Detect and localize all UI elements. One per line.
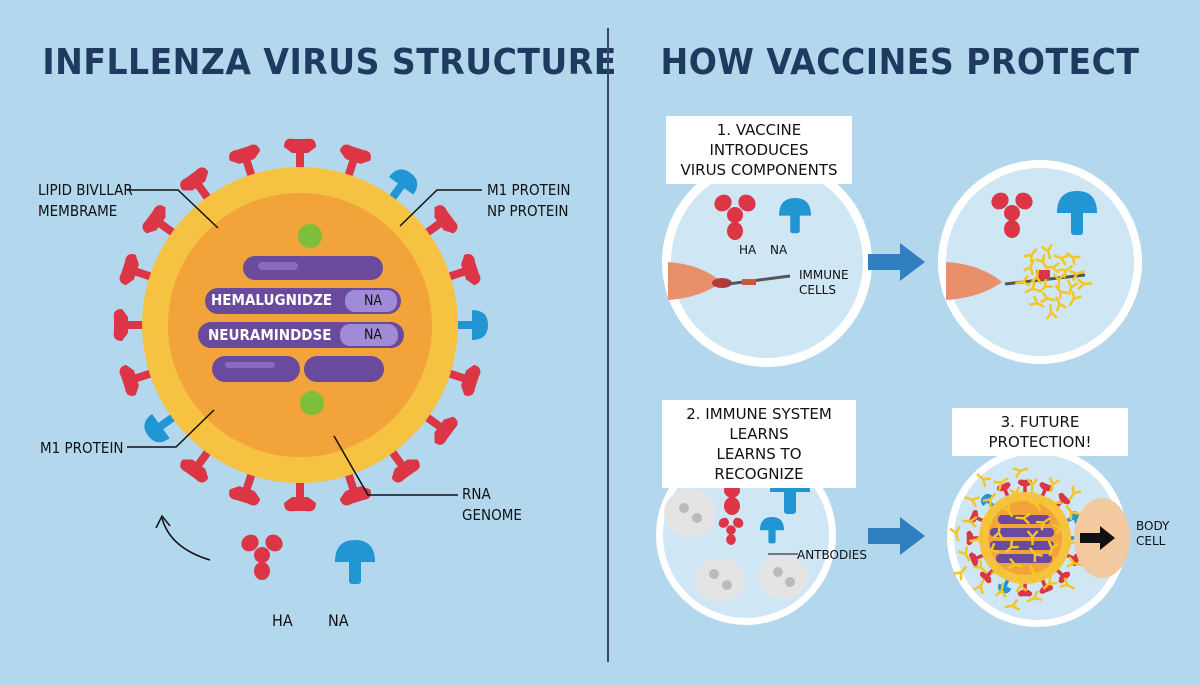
lipid-leader	[127, 189, 219, 229]
m1-np-leader	[399, 189, 482, 227]
ha-bar-tag: NA	[364, 293, 383, 309]
immune-cell	[664, 489, 716, 537]
immune-cell	[695, 558, 745, 602]
rna-segment	[304, 356, 384, 382]
step1-caption: 1. VACCINE INTRODUCES VIRUS COMPONENTS	[666, 116, 852, 184]
antibodies-label: ANTBODIES	[797, 548, 867, 562]
step1-scene	[662, 157, 872, 367]
na-bar-tag: NA	[364, 327, 383, 343]
rna-segment	[212, 356, 300, 382]
step3-scene	[947, 447, 1130, 627]
body-cell-label: BODY CELL	[1136, 519, 1170, 548]
na-legend-icon	[335, 540, 375, 584]
ha-bar-text: HEMALUGNIDZE	[211, 291, 333, 309]
syringe-icon	[727, 274, 791, 286]
green-protein-bottom	[300, 391, 324, 415]
step2-scene	[656, 445, 836, 625]
protection-arrow	[1080, 526, 1115, 550]
rna-label: RNA GENOME	[462, 485, 522, 524]
virus-diagram	[113, 138, 488, 584]
arrow-2	[868, 517, 925, 555]
rna-leader	[333, 435, 458, 496]
step1-na-label: NA	[770, 243, 788, 257]
lipid-label: LIPID BIVLLAR MEMBRAME	[38, 181, 133, 220]
na-bar-text: NEURAMINDDSE	[208, 326, 332, 344]
step1-ha-label: HA	[739, 243, 757, 257]
arm-icon	[668, 262, 722, 300]
panel-divider	[607, 28, 609, 662]
vaccines-title: HOW VACCINES PROTECT	[660, 42, 1140, 83]
green-protein-top	[298, 224, 322, 248]
m1-lower-label: M1 PROTEIN	[40, 439, 124, 457]
arm-icon	[946, 262, 1002, 300]
m1-lower-leader	[127, 409, 215, 448]
step2-caption: 2. IMMUNE SYSTEM LEARNS LEARNS TO RECOGN…	[662, 400, 856, 488]
virus-structure-title: INFLLENZA VIRUS STRUCTURE	[42, 42, 617, 83]
immune-cells-label: IMMUNE CELLS	[799, 268, 849, 297]
ha-legend-icon	[237, 531, 287, 580]
curved-arrow	[161, 517, 211, 561]
arrow-1	[868, 243, 925, 281]
step3-caption: 3. FUTURE PROTECTION!	[952, 408, 1128, 456]
na-legend-label: NA	[328, 611, 349, 630]
immune-cell	[758, 555, 808, 599]
step1b-scene	[938, 160, 1142, 364]
ha-legend-label: HA	[272, 611, 293, 630]
m1-np-label: M1 PROTEIN NP PROTEIN	[487, 181, 571, 220]
